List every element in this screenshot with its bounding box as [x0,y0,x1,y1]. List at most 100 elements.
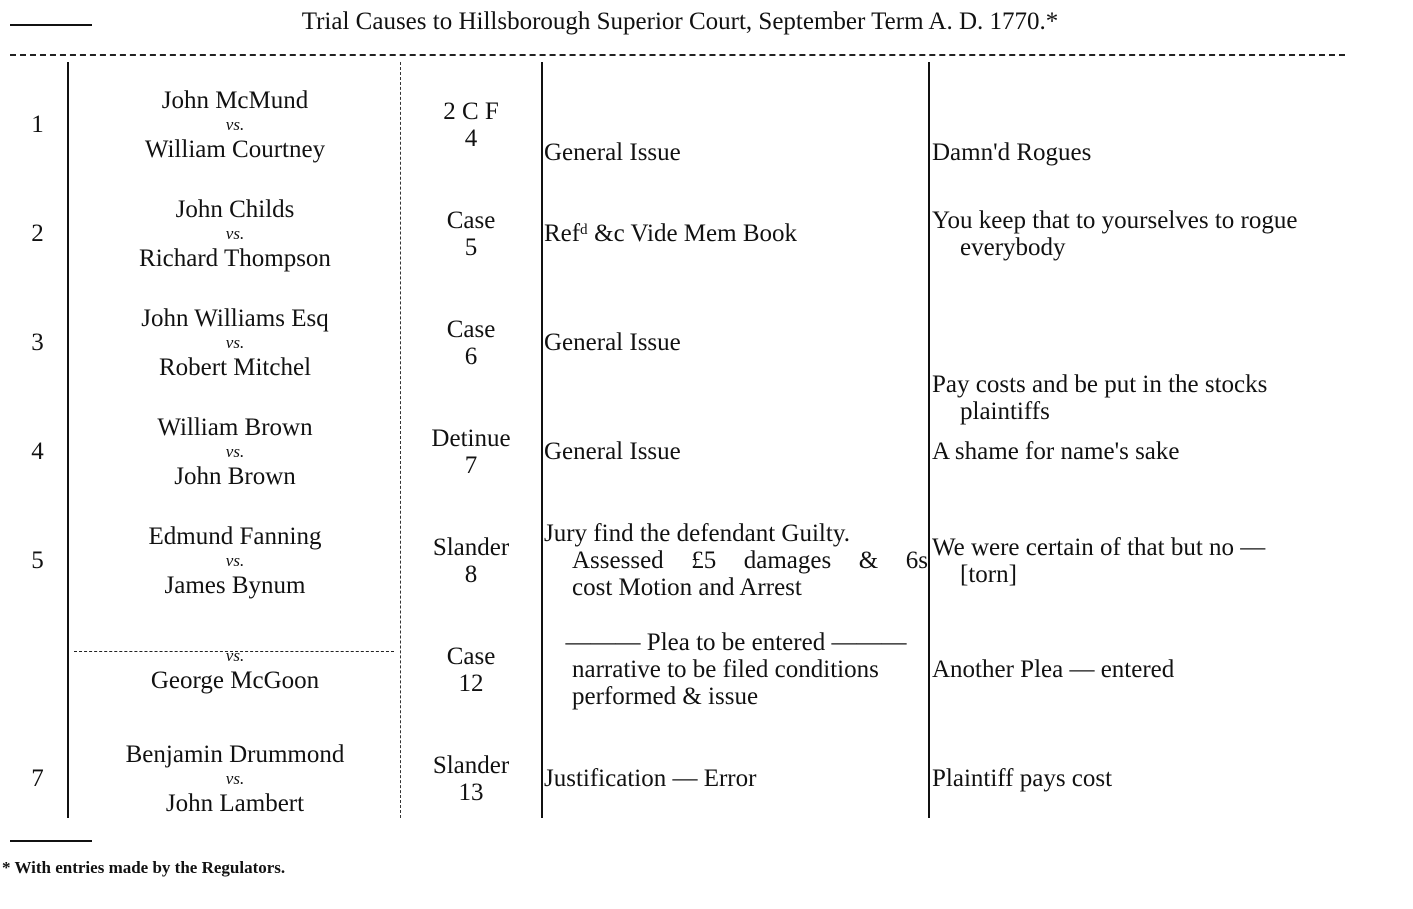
remark-line: plaintiffs [960,397,1050,425]
header-divider [10,54,1345,56]
action-type: Detinue [431,424,511,452]
row-number: 2 [31,220,44,247]
versus: vs. [225,114,245,134]
plea-cell: General Issue [544,397,928,506]
remark-line: Pay costs and be put in the stocks [932,370,1268,398]
plaintiff: John Williams Esq [141,304,329,332]
row-number: 1 [31,111,44,138]
plaintiff: Edmund Fanning [148,522,322,550]
parties-cell: vs. George McGoon [70,615,400,724]
plea-line: General Issue [544,139,681,166]
remark-cell: A shame for name's sake [932,397,1352,506]
plea-cell: ——— Plea to be entered ———narrative to b… [544,615,928,724]
plea-line: ——— Plea to be entered ——— [565,629,907,656]
plea-line: General Issue [544,438,681,465]
action-type: Slander [432,751,510,779]
remark-line: Plaintiff pays cost [932,765,1113,792]
remark-cell: Another Plea — entered [932,615,1352,724]
plea-cell: Refᵈ &c Vide Mem Book [544,179,928,288]
defendant: Richard Thompson [139,244,331,272]
row-number-cell: 4 [10,397,65,506]
action-type: Slander [432,533,510,561]
column-divider [928,62,930,818]
row-number-cell: 2 [10,179,65,288]
footnote: * With entries made by the Regulators. [2,858,286,877]
versus: vs. [225,646,245,665]
row-number-cell [10,615,65,724]
defendant: Robert Mitchel [158,353,312,381]
plaintiff: John McMund [161,86,309,114]
plaintiff: William Brown [157,413,313,441]
page-title: Trial Causes to Hillsborough Superior Co… [301,8,1059,35]
remark-line: A shame for name's sake [932,438,1180,465]
remark-cell: We were certain of that but no —[torn] [932,506,1352,625]
remark-line: everybody [960,233,1066,261]
plea-line: narrative to be filed conditions [572,656,879,683]
column-divider [400,62,401,818]
plea-line: Refᵈ &c Vide Mem Book [544,220,798,247]
remark-cell: Plaintiff pays cost [932,724,1352,833]
action-number: 13 [458,778,484,806]
action-number: 12 [458,669,484,697]
action-number: 7 [464,451,478,479]
column-divider [541,62,543,818]
plea-cell: Jury find the defendant Guilty.Assessed … [544,506,928,615]
action-type: Case [446,315,496,343]
versus: vs. [225,550,245,570]
versus: vs. [225,441,245,461]
row-number-cell: 1 [10,70,65,179]
remark-line: [torn] [960,560,1017,588]
plaintiff: Benjamin Drummond [125,740,345,768]
remark-cell: Damn'd Rogues [932,70,1352,207]
plea-cell: General Issue [544,288,928,397]
row-number-cell: 7 [10,724,65,833]
row-number: 7 [31,765,44,792]
plea-line: performed & issue [572,683,759,710]
defendant: John Lambert [165,789,305,817]
remark-line: You keep that to yourselves to rogue [932,206,1298,234]
action-type: 2 C F [443,97,499,125]
defendant: James Bynum [164,571,306,599]
title-rule [10,24,92,26]
row-number: 4 [31,438,44,465]
remark-line: Damn'd Rogues [932,139,1092,166]
plea-line: Assessed £5 damages & 6s [572,547,928,574]
action-number: 4 [464,124,478,152]
versus: vs. [225,768,245,788]
plea-cell: General Issue [544,70,928,207]
action-type: Case [446,642,496,670]
action-number: 8 [464,560,478,588]
action-number: 5 [464,233,478,261]
plaintiff: John Childs [175,195,295,223]
versus: vs. [225,223,245,243]
plea-line: General Issue [544,329,681,356]
defendant: William Courtney [144,135,326,163]
remark-line: Another Plea — entered [932,656,1175,683]
column-divider [67,62,69,818]
plea-line: Justification — Error [544,765,757,792]
action-number: 6 [464,342,478,370]
defendant: George McGoon [150,667,320,694]
row-number: 5 [31,547,44,574]
row-divider [74,651,394,652]
row-number-cell: 3 [10,288,65,397]
